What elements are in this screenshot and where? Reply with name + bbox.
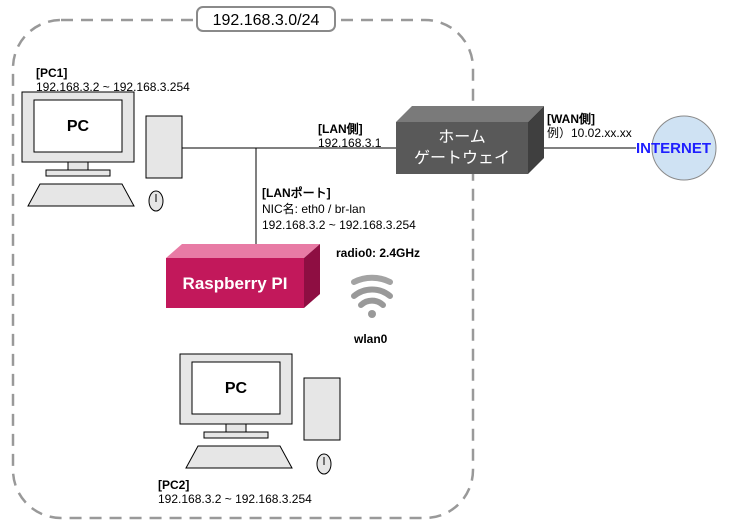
wifi-radio-label: radio0: 2.4GHz [336, 246, 421, 260]
gateway-label-line2: ゲートウェイ [413, 150, 510, 167]
lan-port-nic: NIC名: eth0 / br-lan [262, 202, 366, 216]
network-cidr-label: 192.168.3.0/24 [196, 6, 336, 32]
gateway-label-line1: ホーム [438, 129, 486, 146]
wifi-interface-label: wlan0 [354, 332, 388, 346]
home-gateway-box [396, 106, 544, 174]
pc1-screen-text: PC [66, 118, 90, 135]
lan-port-heading: [LANポート] [262, 186, 331, 200]
pc2-screen-text: PC [224, 380, 248, 397]
internet-label: INTERNET [636, 140, 711, 157]
internet-globe [651, 115, 717, 181]
lan-side-ip: 192.168.3.1 [318, 136, 382, 150]
pc2-icon [179, 353, 341, 475]
raspberry-pi-label: Raspberry PI [182, 274, 288, 293]
wifi-icon [351, 274, 393, 318]
raspberry-pi-box [166, 244, 320, 308]
pc1-icon [21, 91, 183, 212]
pc2-ip-range: 192.168.3.2 ~ 192.168.3.254 [158, 492, 312, 506]
lan-side-heading: [LAN側] [318, 122, 363, 136]
wan-side-heading: [WAN側] [547, 112, 595, 126]
pc1-heading: [PC1] [36, 66, 68, 80]
lan-port-range: 192.168.3.2 ~ 192.168.3.254 [262, 218, 416, 232]
wan-side-example: 例）10.02.xx.xx [547, 126, 632, 140]
pc1-ip-range: 192.168.3.2 ~ 192.168.3.254 [36, 80, 190, 94]
pc2-heading: [PC2] [158, 478, 190, 492]
